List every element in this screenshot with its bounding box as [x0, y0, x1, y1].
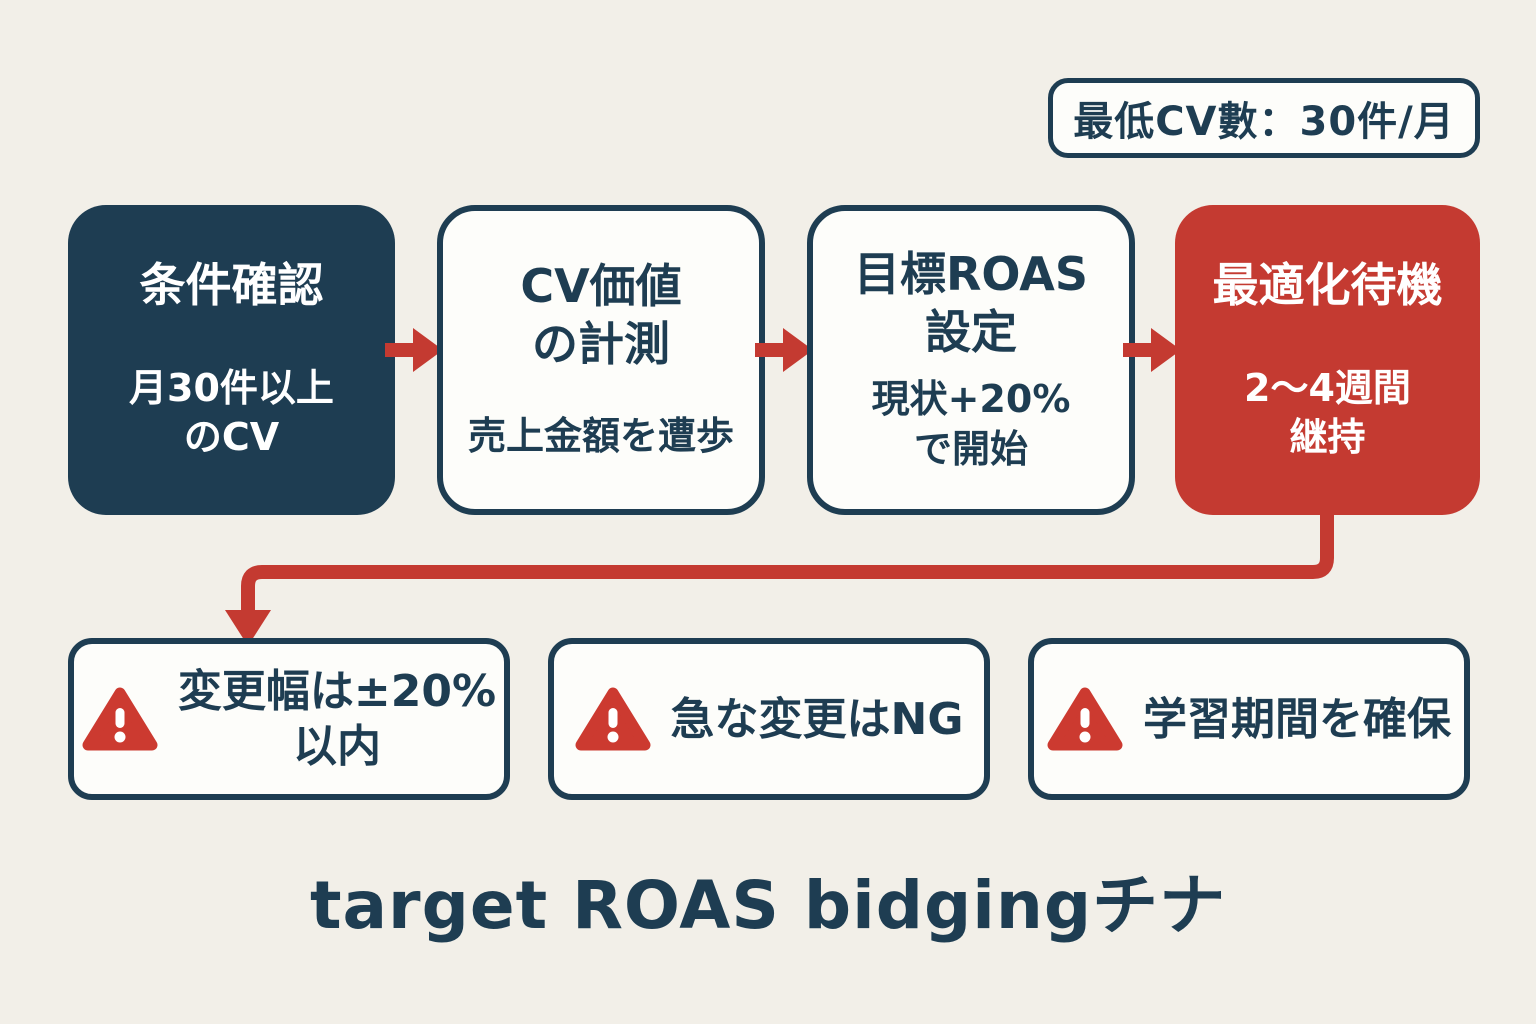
arrow-right-icon	[1123, 328, 1181, 372]
warning-icon	[575, 687, 651, 751]
step-body: 月30件以上 のCV	[129, 365, 334, 460]
warning-label: 学習期間を確保	[1143, 693, 1451, 745]
step-body: 2〜4週間 継持	[1244, 365, 1411, 460]
step-body: 現状+20% で開始	[871, 377, 1071, 471]
warning-card-learning-period: 学習期間を確保	[1028, 638, 1470, 800]
step-condition-check: 条件確認 月30件以上 のCV	[68, 205, 395, 515]
step-title: 目標ROAS 設定	[853, 247, 1089, 359]
warning-icon	[1047, 687, 1123, 751]
step-title: 最適化待機	[1212, 258, 1443, 313]
step-optimization-wait: 最適化待機 2〜4週間 継持	[1175, 205, 1480, 515]
step-title: CV価値 の計測	[520, 259, 682, 371]
warning-card-sudden-change: 急な変更はNG	[548, 638, 990, 800]
arrow-right-icon	[385, 328, 443, 372]
warning-label: 変更幅は±20% 以内	[177, 666, 497, 772]
step-target-roas: 目標ROAS 設定 現状+20% で開始	[807, 205, 1135, 515]
min-cv-badge-text: 最低CV數：30件/月	[1073, 99, 1455, 145]
step-title: 条件確認	[139, 258, 324, 313]
footer-title: target ROAS bidgingチナ	[309, 867, 1227, 944]
step-body: 売上金額を遭歩	[467, 414, 734, 459]
warning-label: 急な変更はNG	[670, 693, 964, 745]
warning-card-change-range: 変更幅は±20% 以内	[68, 638, 510, 800]
warning-icon	[82, 687, 158, 751]
step-cv-value: CV価値 の計測 売上金額を遭歩	[437, 205, 765, 515]
arrow-right-icon	[755, 328, 813, 372]
min-cv-badge: 最低CV數：30件/月	[1048, 78, 1480, 158]
